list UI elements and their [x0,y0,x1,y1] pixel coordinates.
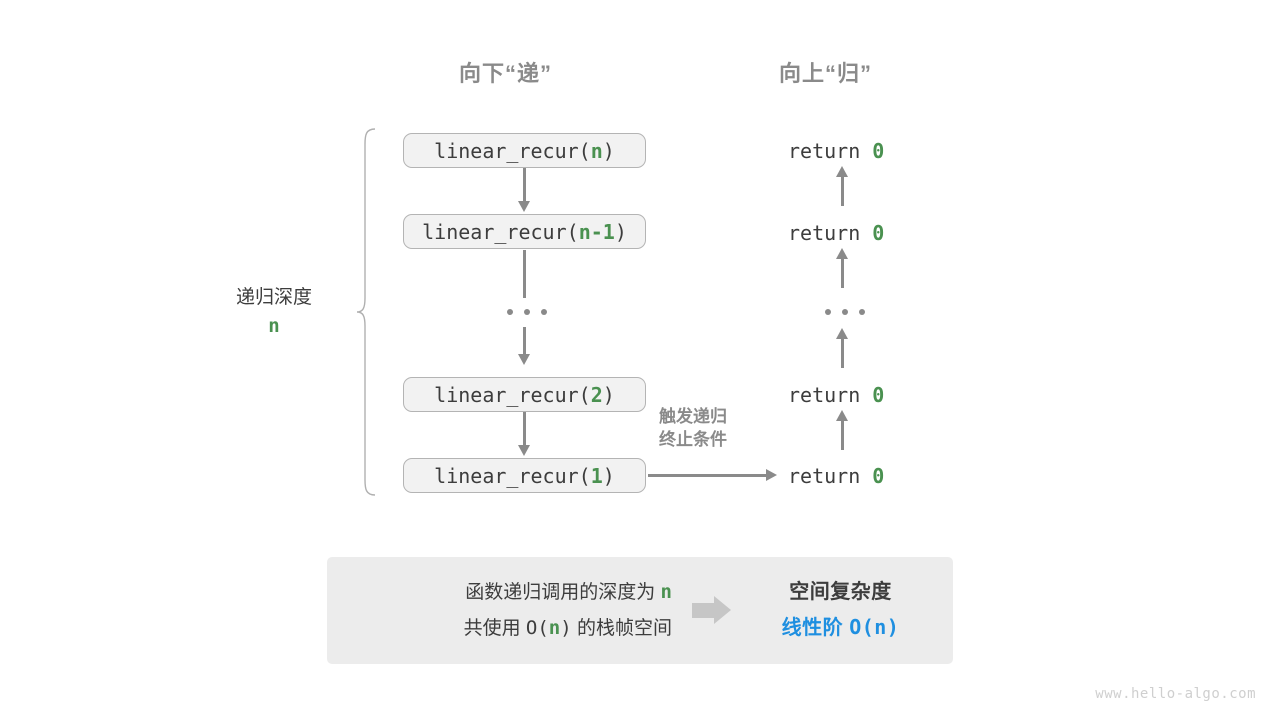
down-arrow-4-shaft [523,412,526,446]
summary-arrow-container [672,596,734,624]
return-keyword-2: return [788,221,861,245]
call-box-n-minus-1: linear_recur(n-1) [403,214,646,249]
trigger-note-line1: 触发递归 [659,407,727,426]
return-value-base: return 0 [788,464,898,488]
right-column-ellipsis-icon [825,309,865,315]
return-value-second: return 0 [788,221,898,245]
call-box-n-arg: n [590,138,603,163]
complexity-order-label: 线性阶 [781,617,844,639]
return-value-2: 0 [872,221,885,245]
summary-right-text: 空间复杂度 线性阶 O(n) [734,575,953,646]
down-arrow-3-head-icon [518,354,530,365]
call-box-1-prefix: linear_recur( [434,463,591,488]
trigger-note-line2: 终止条件 [659,429,727,449]
return-value-third: return 0 [788,383,898,407]
column-header-ascend: 向上“归” [779,61,873,86]
column-header-descend: 向下“递” [459,61,553,86]
up-arrow-2-head-icon [836,248,848,259]
base-case-arrow-head-icon [766,469,777,481]
up-arrow-3-head-icon [836,328,848,339]
call-box-1: linear_recur(1) [403,458,646,493]
summary-left-text: 函数递归调用的深度为 n 共使用 O(n) 的栈帧空间 [327,575,672,645]
space-complexity-value: 线性阶 O(n) [734,610,947,646]
call-box-2-prefix: linear_recur( [434,382,591,407]
return-value-1: 0 [872,139,885,163]
return-value-top: return 0 [788,139,898,163]
summary-line-2-tail: 的栈帧空间 [576,617,672,639]
down-arrow-1-head-icon [518,201,530,212]
up-arrow-4-shaft [841,419,844,450]
return-keyword-3: return [788,383,861,407]
up-arrow-2-shaft [841,257,844,288]
summary-line-2-text: 共使用 [463,617,521,639]
down-arrow-2-shaft [523,250,526,298]
call-box-n-minus-1-suffix: ) [614,219,627,244]
call-box-2-arg: 2 [590,382,603,407]
return-keyword-1: return [788,139,861,163]
down-arrow-3-shaft [523,327,526,355]
call-box-n: linear_recur(n) [403,133,646,168]
left-column-ellipsis-icon [507,309,547,315]
call-box-n-prefix: linear_recur( [434,138,591,163]
call-box-n-suffix: ) [602,138,615,163]
depth-brace-icon [356,128,376,496]
summary-panel: 函数递归调用的深度为 n 共使用 O(n) 的栈帧空间 空间复杂度 线性阶 O(… [327,557,953,664]
summary-line-1: 函数递归调用的深度为 n [345,575,672,610]
down-arrow-4-head-icon [518,445,530,456]
call-box-n-minus-1-prefix: linear_recur( [422,219,579,244]
recursion-depth-label: 递归深度 n [186,283,362,342]
up-arrow-1-shaft [841,175,844,206]
block-arrow-right-icon [692,596,731,624]
up-arrow-1-head-icon [836,166,848,177]
up-arrow-4-head-icon [836,410,848,421]
summary-line-2-bigo-open: O( [525,616,549,639]
call-box-1-arg: 1 [590,463,603,488]
summary-line-2: 共使用 O(n) 的栈帧空间 [345,611,672,646]
call-box-2-suffix: ) [602,382,615,407]
return-value-3: 0 [872,383,885,407]
return-value-4: 0 [872,464,885,488]
summary-line-2-bigo-close: ) [560,616,572,639]
down-arrow-1-shaft [523,168,526,203]
call-box-n-minus-1-arg: n-1 [578,219,615,244]
space-complexity-title: 空间复杂度 [789,581,892,603]
recursion-depth-value: n [268,315,280,338]
complexity-order-expr: O(n) [849,615,900,639]
return-keyword-4: return [788,464,861,488]
trigger-termination-note: 触发递归 终止条件 [659,406,727,452]
up-arrow-3-shaft [841,337,844,368]
recursion-depth-text: 递归深度 [235,287,312,308]
watermark: www.hello-algo.com [1095,686,1256,702]
summary-line-1-n: n [660,581,672,604]
summary-line-1-text: 函数递归调用的深度为 [465,582,656,604]
base-case-arrow-shaft [648,474,768,477]
call-box-1-suffix: ) [602,463,615,488]
call-box-2: linear_recur(2) [403,377,646,412]
summary-line-2-n: n [548,616,561,639]
